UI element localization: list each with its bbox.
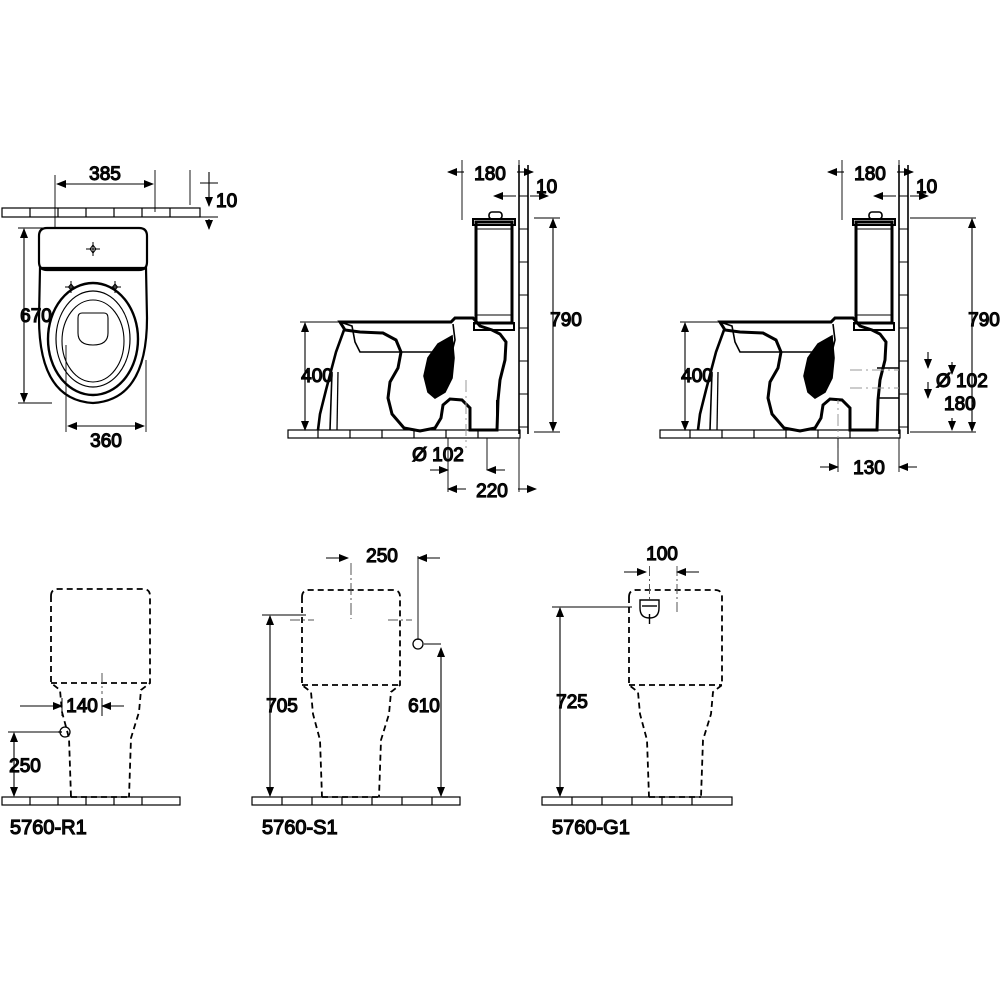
dimension-label-g1-100: 100 [646, 544, 678, 565]
variant-s1-group: 250 705 610 5760-S1 [251, 545, 461, 840]
top-view-center-mark-icon [86, 242, 100, 256]
top-view-water-spot [77, 312, 109, 346]
right-floor-band [659, 429, 901, 439]
center-extension-lines [300, 160, 560, 492]
dimension-label-s1-250: 250 [366, 546, 398, 567]
dimension-label-center-10: 10 [536, 177, 557, 198]
dimension-label-center-180: 180 [474, 164, 506, 185]
dimension-label-top-385: 385 [89, 164, 121, 185]
r1-floor-band [1, 796, 181, 806]
center-wall [518, 165, 529, 434]
dimension-label-r1-140: 140 [66, 696, 98, 717]
dimension-label-right-400: 400 [681, 366, 713, 387]
center-floor-band [287, 429, 521, 439]
side-view-right-group: 180 10 790 400 Ø 102 180 [659, 160, 1000, 480]
g1-inlet-fitting-icon [639, 599, 660, 624]
dimension-label-s1-610: 610 [408, 696, 440, 717]
dimension-label-right-790: 790 [968, 310, 1000, 331]
dimension-label-center-400: 400 [301, 366, 333, 387]
variant-r1-group: 140 250 5760-R1 [1, 588, 181, 840]
dimension-label-right-180: 180 [944, 394, 976, 415]
r1-outline [50, 588, 151, 798]
dimension-r1-140 [20, 698, 124, 716]
top-view-seat-ring-outer [46, 281, 140, 397]
g1-floor-band [541, 796, 733, 806]
s1-extension-lines [262, 556, 419, 640]
dimension-label-center-790: 790 [550, 310, 582, 331]
dimension-label-right-d102: Ø 102 [936, 371, 988, 392]
dimension-label-center-d102: Ø 102 [412, 445, 464, 466]
center-bowl-silhouette [316, 316, 508, 448]
right-cistern [852, 211, 896, 331]
g1-outline [628, 589, 723, 798]
variant-label-r1: 5760-R1 [10, 817, 87, 839]
dimension-label-right-130: 130 [853, 458, 885, 479]
top-view-fixing-hole-right-icon [109, 281, 121, 293]
variant-label-g1: 5760-G1 [552, 817, 630, 839]
s1-floor-band [251, 796, 461, 806]
right-extension-lines [680, 160, 976, 472]
side-view-center-group: 180 10 790 400 Ø 102 220 [287, 160, 582, 503]
dimension-label-center-220: 220 [476, 481, 508, 502]
variant-g1-group: 100 725 5760-G1 [541, 543, 733, 840]
dimension-s1-610 [424, 643, 445, 797]
right-bowl-silhouette [696, 316, 899, 448]
dimension-label-top-10: 10 [216, 191, 237, 212]
s1-inlet-icon [412, 638, 424, 650]
dimension-label-r1-250: 250 [9, 756, 41, 777]
top-view-extension-lines [18, 170, 218, 432]
top-view-seat-ring-inner [55, 290, 131, 388]
s1-outline [301, 589, 401, 798]
right-wall [898, 165, 909, 434]
dimension-label-s1-705: 705 [266, 696, 298, 717]
top-view-bowl-opening [61, 299, 125, 383]
top-view-group: 385 10 670 360 [1, 163, 238, 453]
dimension-label-top-670: 670 [20, 306, 52, 327]
dimension-label-right-180-top: 180 [854, 164, 886, 185]
center-cistern [472, 211, 516, 331]
dimension-label-g1-725: 725 [556, 692, 588, 713]
dimension-center-10 [493, 186, 549, 206]
dimension-label-right-10: 10 [916, 177, 937, 198]
top-view-fixing-hole-left-icon [65, 281, 77, 293]
variant-label-s1: 5760-S1 [262, 817, 338, 839]
dimension-right-10 [873, 186, 929, 206]
top-view-wall-band [1, 207, 201, 218]
top-view-bowl-outline [37, 266, 149, 405]
top-view-cistern-outline [37, 226, 149, 272]
dimension-label-top-360: 360 [90, 431, 122, 452]
